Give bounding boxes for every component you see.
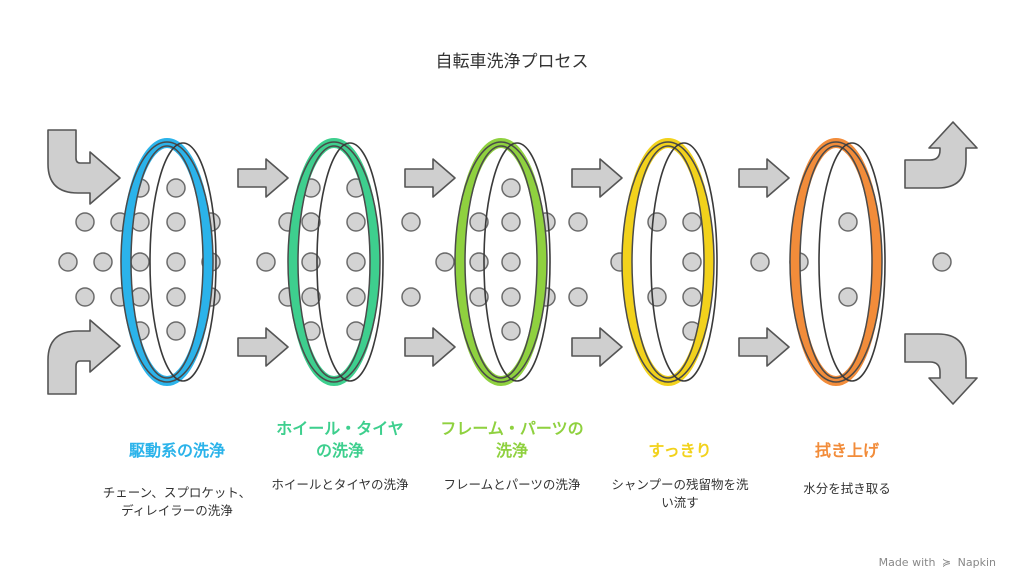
flow-arrow-bottom-4: [738, 327, 790, 367]
ring-band-back: [455, 138, 547, 386]
credit-prefix: Made with: [878, 556, 936, 569]
stage-1-desc: チェーン、スプロケット、ディレイラーの洗浄: [102, 485, 252, 518]
filter-ring-2: [287, 138, 384, 386]
ring-outline-outer: [287, 141, 381, 383]
particle-dot: [301, 212, 321, 232]
stage-4-title: すっきり: [648, 441, 712, 460]
particle-dot: [568, 212, 588, 232]
particle-dot: [346, 252, 366, 272]
flow-arrow-top-1: [237, 158, 289, 198]
entry-arrow-bottom: [47, 319, 121, 395]
ring-outline-inner: [297, 145, 371, 379]
particle-dot: [401, 212, 421, 232]
ring-outline-outer: [789, 141, 883, 383]
particle-dot: [75, 212, 95, 232]
particle-dot: [130, 252, 150, 272]
particle-dot: [401, 287, 421, 307]
particle-dot: [58, 252, 78, 272]
ring-outline-inner: [799, 145, 873, 379]
flow-arrows: [47, 121, 978, 405]
ring-band-back: [790, 138, 882, 386]
particle-dot: [166, 178, 186, 198]
ring-front-edge: [650, 142, 718, 382]
particle-dot: [435, 252, 455, 272]
particle-dot: [166, 212, 186, 232]
particle-dot: [501, 287, 521, 307]
ring-front-edge: [818, 142, 886, 382]
particle-dot: [166, 321, 186, 341]
filter-ring-4: [621, 138, 718, 386]
page-title: 自転車洗浄プロセス: [435, 52, 589, 72]
exit-arrow-top: [904, 121, 978, 189]
particle-dot: [469, 252, 489, 272]
napkin-credit: Made with ≽ Napkin: [879, 556, 996, 569]
particle-dot: [838, 212, 858, 232]
particle-dot: [256, 252, 276, 272]
ring-band-back: [121, 138, 213, 386]
particle-dot: [501, 252, 521, 272]
credit-brand: Napkin: [957, 556, 996, 569]
particle-dot: [838, 287, 858, 307]
filter-ring-3: [454, 138, 551, 386]
ring-outline-outer: [454, 141, 548, 383]
particle-dot: [568, 287, 588, 307]
flow-arrow-top-4: [738, 158, 790, 198]
stage-5-title: 拭き上げ: [814, 441, 879, 460]
flow-arrow-bottom-1: [237, 327, 289, 367]
particle-dot: [647, 212, 667, 232]
filter-ring-5: [789, 138, 886, 386]
particle-dot: [501, 178, 521, 198]
flow-arrow-bottom-3: [571, 327, 623, 367]
particle-dot: [682, 287, 702, 307]
flow-arrow-top-2: [404, 158, 456, 198]
napkin-logo-icon: ≽: [941, 556, 952, 569]
particles: [58, 178, 952, 341]
particle-dot: [501, 321, 521, 341]
particle-dot: [93, 252, 113, 272]
filter-ring-1: [120, 138, 217, 386]
particle-dot: [301, 252, 321, 272]
particle-dot: [682, 212, 702, 232]
particle-dot: [166, 287, 186, 307]
ring-front-edge: [483, 142, 551, 382]
particle-dot: [469, 287, 489, 307]
particle-dot: [932, 252, 952, 272]
stage-5-desc: 水分を拭き取る: [803, 481, 891, 496]
stage-2-desc: ホイールとタイヤの洗浄: [271, 477, 409, 492]
ring-band-back: [622, 138, 714, 386]
exit-arrow-bottom: [904, 333, 978, 405]
particle-dot: [750, 252, 770, 272]
stage-3-desc: フレームとパーツの洗浄: [443, 477, 581, 492]
particle-dot: [75, 287, 95, 307]
flow-arrow-top-3: [571, 158, 623, 198]
stage-4-desc: シャンプーの残留物を洗い流す: [611, 477, 749, 510]
flow-arrow-bottom-2: [404, 327, 456, 367]
ring-outline-outer: [120, 141, 214, 383]
particle-dot: [647, 287, 667, 307]
ring-outline-outer: [621, 141, 715, 383]
filter-rings: [120, 138, 886, 386]
stage-2-title: ホイール・タイヤの洗浄: [276, 419, 404, 460]
ring-outline-inner: [464, 145, 538, 379]
stage-1-title: 駆動系の洗浄: [128, 441, 225, 460]
ring-front-edge: [149, 142, 217, 382]
ring-band-back: [288, 138, 380, 386]
ring-front-edge: [316, 142, 384, 382]
ring-outline-inner: [631, 145, 705, 379]
particle-dot: [501, 212, 521, 232]
particle-dot: [301, 287, 321, 307]
particle-dot: [682, 252, 702, 272]
particle-dot: [346, 287, 366, 307]
ring-outline-inner: [130, 145, 204, 379]
particle-dot: [166, 252, 186, 272]
entry-arrow-top: [47, 129, 121, 205]
stage-3-title: フレーム・パーツの洗浄: [440, 419, 584, 460]
particle-dot: [346, 212, 366, 232]
particle-dot: [469, 212, 489, 232]
